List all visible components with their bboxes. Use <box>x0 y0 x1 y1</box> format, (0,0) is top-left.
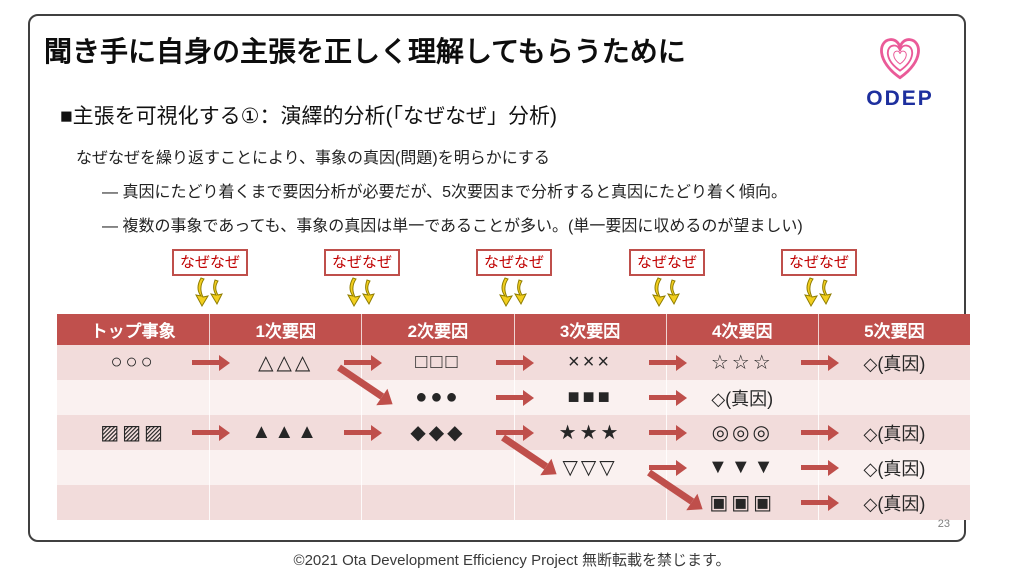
table-cell: ◎◎◎ <box>665 415 818 450</box>
naze-arrow-icon <box>652 277 680 307</box>
table-cell: □□□ <box>361 345 513 380</box>
table-cell: ◇(真因) <box>665 380 818 415</box>
page-number: 23 <box>937 518 950 530</box>
bullet-item: ― 真因にたどり着くまで要因分析が必要だが、5次要因まで分析すると真因にたどり着… <box>102 184 788 201</box>
heart-icon <box>880 38 920 80</box>
section-heading: ■主張を可視化する①：演繹的分析(「なぜなぜ」分析) <box>60 105 557 128</box>
table-cell: ■■■ <box>513 380 666 415</box>
naze-naze-label: なぜなぜ <box>629 249 705 276</box>
table-header-row: トップ事象 1次要因 2次要因 3次要因 4次要因 5次要因 <box>57 314 970 345</box>
flow-arrow-icon <box>801 430 828 435</box>
table-cell: ▣▣▣ <box>665 485 818 520</box>
naze-arrow-icon <box>804 277 832 307</box>
slide: 聞き手に自身の主張を正しく理解してもらうために ODEP ■主張を可視化する①：… <box>28 14 970 542</box>
table-cell <box>361 485 513 520</box>
table-cell <box>513 485 666 520</box>
flow-arrow-icon <box>649 430 676 435</box>
flow-arrow-icon <box>192 430 219 435</box>
naze-arrow-icon <box>195 277 223 307</box>
page-title: 聞き手に自身の主張を正しく理解してもらうために <box>44 36 686 67</box>
flow-arrow-icon <box>496 430 523 435</box>
flow-arrow-icon <box>192 360 219 365</box>
table-cell <box>817 380 970 415</box>
table-cell <box>209 380 361 415</box>
table-cell: ◇(真因) <box>817 450 970 485</box>
table-cell: ▨▨▨ <box>100 422 166 444</box>
table-cell <box>209 485 361 520</box>
table-cell <box>57 485 209 520</box>
odep-logo-text: ODEP <box>866 87 934 110</box>
bullet-item: ― 複数の事象であっても、事象の真因は単一であることが多い。(単一要因に収めるの… <box>102 218 803 235</box>
flow-arrow-icon <box>649 360 676 365</box>
copyright-text: ©2021 Ota Development Efficiency Project… <box>293 552 731 569</box>
table-header-cell: 3次要因 <box>513 314 666 345</box>
naze-naze-label: なぜなぜ <box>476 249 552 276</box>
odep-logo: ODEP <box>850 32 950 111</box>
naze-naze-label: なぜなぜ <box>172 249 248 276</box>
table-cell <box>57 380 209 415</box>
flow-arrow-icon <box>801 500 828 505</box>
naze-arrow-icon <box>347 277 375 307</box>
naze-naze-label: なぜなぜ <box>781 249 857 276</box>
flow-arrow-icon <box>801 465 828 470</box>
table-cell: ××× <box>513 345 666 380</box>
table-cell: ☆☆☆ <box>665 345 818 380</box>
table-header-cell: トップ事象 <box>57 314 210 345</box>
table-cell <box>57 450 209 485</box>
table-cell: ◇(真因) <box>817 485 970 520</box>
table-cell: ▼▼▼ <box>665 450 818 485</box>
naze-naze-label: なぜなぜ <box>324 249 400 276</box>
table-cell: ◇(真因) <box>817 415 970 450</box>
flow-arrow-icon <box>649 395 676 400</box>
table-header-cell: 4次要因 <box>665 314 818 345</box>
flow-arrow-icon <box>344 430 371 435</box>
flow-arrow-icon <box>344 360 371 365</box>
table-cell: ▽▽▽ <box>513 450 666 485</box>
table-cell: ◇(真因) <box>817 345 970 380</box>
flow-arrow-icon <box>801 360 828 365</box>
table-row: ▽▽▽ ▼▼▼ ◇(真因) <box>57 450 970 485</box>
naze-arrow-icon <box>499 277 527 307</box>
why-why-table: トップ事象 1次要因 2次要因 3次要因 4次要因 5次要因 ○○○ △△△ □… <box>57 314 970 520</box>
table-cell: ▲▲▲ <box>209 415 361 450</box>
table-cell <box>361 450 513 485</box>
flow-arrow-icon <box>496 360 523 365</box>
flow-arrow-icon <box>496 395 523 400</box>
table-header-cell: 2次要因 <box>361 314 514 345</box>
table-cell <box>209 450 361 485</box>
flow-arrow-icon <box>649 465 676 470</box>
table-header-cell: 1次要因 <box>209 314 362 345</box>
table-cell: ●●● <box>361 380 513 415</box>
table-cell: ○○○ <box>110 351 156 373</box>
table-cell: ◆◆◆ <box>361 415 513 450</box>
table-cell: ★★★ <box>513 415 666 450</box>
table-header-cell: 5次要因 <box>817 314 970 345</box>
lead-text: なぜなぜを繰り返すことにより、事象の真因(問題)を明らかにする <box>76 150 550 167</box>
table-cell: △△△ <box>209 345 361 380</box>
